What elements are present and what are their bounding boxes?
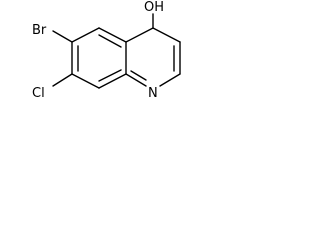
bond-c5-c6 bbox=[71, 27, 100, 43]
bond-c6-br bbox=[52, 30, 73, 43]
bond-c2-n1 bbox=[159, 73, 181, 87]
structure-diagram: OH Br Cl N bbox=[32, 0, 181, 101]
bond-c4-c3 bbox=[152, 27, 181, 43]
bond-n1-c8a bbox=[125, 73, 147, 87]
chlorine-label: Cl bbox=[32, 86, 45, 101]
bond-n1-c8a-inner bbox=[130, 70, 147, 81]
bond-c4a-c5-inner bbox=[98, 34, 122, 48]
bond-c7-cl bbox=[52, 73, 73, 87]
bond-c8-c8a-inner bbox=[98, 69, 122, 82]
hydroxyl-label: OH bbox=[144, 0, 164, 15]
bond-c8-c8a bbox=[98, 73, 127, 89]
nitrogen-label: N bbox=[148, 86, 158, 101]
bond-c7-c8 bbox=[71, 73, 100, 89]
bond-c4-c4a bbox=[125, 27, 154, 43]
bromine-label: Br bbox=[32, 23, 47, 38]
bond-c4a-c5 bbox=[98, 27, 127, 43]
